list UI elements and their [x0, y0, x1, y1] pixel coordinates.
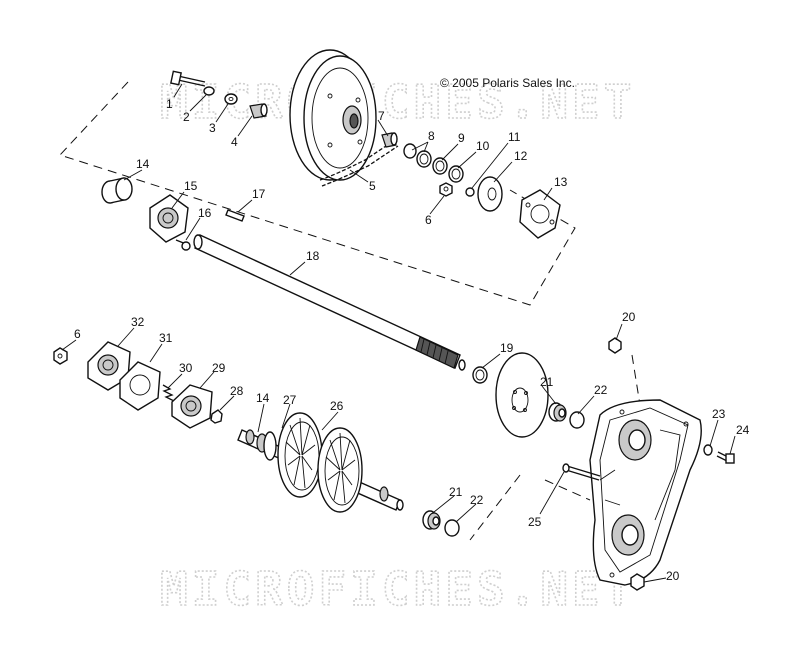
- callout-leader-lines: [61, 83, 736, 583]
- callout-2: 2: [183, 110, 190, 124]
- part-12-plate: [477, 176, 503, 212]
- part-brake-disc: [495, 352, 549, 438]
- part-25-stud: [562, 463, 601, 481]
- callout-21: 21: [540, 375, 554, 389]
- part-6-nut-lower: [53, 347, 68, 365]
- callout-22: 22: [594, 383, 608, 397]
- part-14-bearing: [101, 177, 133, 204]
- callout-30: 30: [179, 361, 193, 375]
- copyright-notice: © 2005 Polaris Sales Inc.: [440, 76, 575, 90]
- part-7-bushing: [381, 132, 398, 148]
- part-23-washer: [703, 444, 713, 456]
- callout-19: 19: [500, 341, 514, 355]
- callout-15: 15: [184, 179, 198, 193]
- callout-21b: 21: [449, 485, 463, 499]
- callout-17: 17: [252, 187, 266, 201]
- part-11-washer: [465, 187, 475, 197]
- callout-9: 9: [458, 131, 465, 145]
- part-5-sprocket-and-chain: [289, 49, 399, 187]
- callout-3: 3: [209, 121, 216, 135]
- chaincase-housing: [589, 399, 702, 586]
- callout-22b: 22: [470, 493, 484, 507]
- part-1-bolt: [170, 70, 206, 87]
- part-29-flange: [171, 384, 213, 429]
- callout-4: 4: [231, 135, 238, 149]
- callout-6: 6: [425, 213, 432, 227]
- callout-13: 13: [554, 175, 568, 189]
- callout-31: 31: [159, 331, 173, 345]
- callout-23: 23: [712, 407, 726, 421]
- callout-29: 29: [212, 361, 226, 375]
- callout-8: 8: [428, 129, 435, 143]
- part-15-flange: [149, 194, 189, 243]
- part-6-nut: [439, 182, 453, 197]
- part-21-bearing: [548, 402, 567, 422]
- callout-24: 24: [736, 423, 750, 437]
- part-3-washer: [224, 93, 238, 105]
- part-22-seal: [569, 411, 585, 429]
- part-20-nut-upper: [608, 337, 622, 354]
- part-8-rings: [403, 143, 432, 168]
- callout-20b: 20: [666, 569, 680, 583]
- callout-5: 5: [369, 179, 376, 193]
- part-24-bolt: [716, 451, 735, 464]
- callout-27: 27: [283, 393, 297, 407]
- watermark-top: MICROFICHES.NET: [160, 75, 635, 129]
- callout-14b: 14: [256, 391, 270, 405]
- part-30-pin: [162, 384, 175, 402]
- callout-12: 12: [514, 149, 528, 163]
- callout-10: 10: [476, 139, 490, 153]
- callout-7: 7: [378, 109, 385, 123]
- callout-20: 20: [622, 310, 636, 324]
- callout-14: 14: [136, 157, 150, 171]
- part-10-ring: [448, 165, 464, 183]
- part-17-key: [225, 209, 245, 222]
- callout-16: 16: [198, 206, 212, 220]
- callout-25: 25: [528, 515, 542, 529]
- part-2-washer: [203, 86, 215, 96]
- callout-numbers: 1 2 3 4 5 6 7 8 9 10 11 12 13 14 15 16 1…: [74, 97, 750, 583]
- callout-1: 1: [166, 97, 173, 111]
- callout-11: 11: [508, 130, 521, 144]
- part-21-bearing-lower: [422, 510, 441, 530]
- watermark-bottom: MICROFICHES.NET: [160, 562, 635, 616]
- part-32-flange: [87, 341, 131, 391]
- part-19-snap-ring: [472, 366, 488, 384]
- part-28-fitting: [210, 409, 223, 424]
- part-16-bolt: [175, 239, 191, 251]
- callout-28: 28: [230, 384, 244, 398]
- callout-32: 32: [131, 315, 145, 329]
- part-26-drive-sprockets: [237, 412, 404, 513]
- callout-6b: 6: [74, 327, 81, 341]
- callout-18: 18: [306, 249, 320, 263]
- part-9-ring: [432, 157, 448, 175]
- part-31-gasket: [119, 361, 161, 411]
- part-22-seal-lower: [444, 519, 460, 537]
- part-13-flange: [519, 189, 561, 239]
- callout-26: 26: [330, 399, 344, 413]
- part-18-shaft: [193, 234, 466, 371]
- part-20-nut-lower: [630, 573, 645, 591]
- part-4-spacer: [249, 103, 268, 119]
